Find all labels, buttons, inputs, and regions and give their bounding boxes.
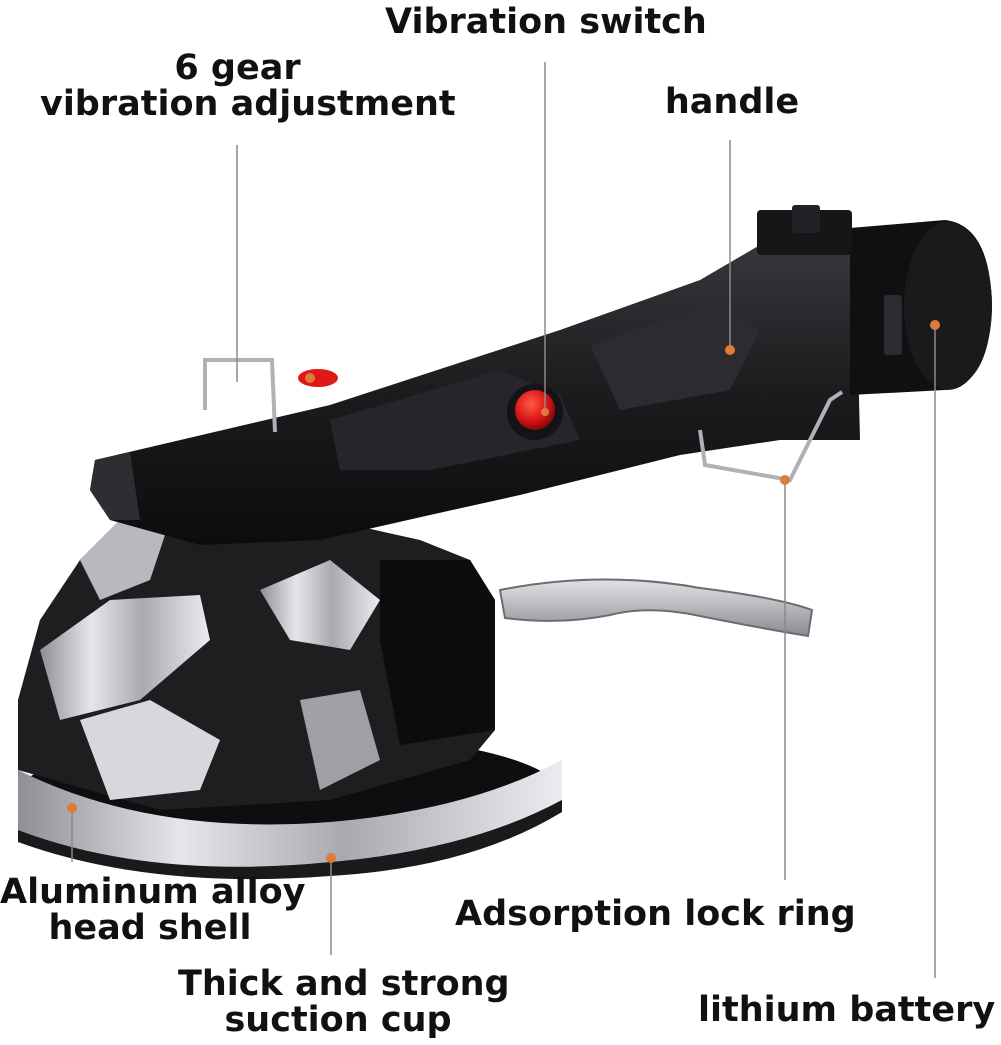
callout-dots bbox=[67, 320, 940, 863]
label-gear-line1: 6 gear bbox=[174, 48, 301, 88]
label-head-shell-line2: head shell bbox=[48, 908, 252, 948]
label-gear-line2: vibration adjustment bbox=[40, 84, 456, 124]
dot-switch bbox=[541, 408, 549, 416]
dot-suction-cup bbox=[326, 853, 336, 863]
top-clip bbox=[757, 205, 852, 255]
release-lever bbox=[498, 578, 814, 638]
dot-gear bbox=[305, 373, 315, 383]
head-shell bbox=[18, 500, 495, 810]
label-battery: lithium battery bbox=[698, 990, 996, 1030]
vibration-switch-button bbox=[507, 384, 563, 440]
label-suction-cup: Thick and strong suction cup bbox=[178, 964, 510, 1040]
label-suction-cup-line1: Thick and strong bbox=[178, 964, 510, 1004]
label-gear-adjustment: 6 gear vibration adjustment bbox=[40, 48, 456, 124]
label-head-shell-line1: Aluminum alloy bbox=[0, 872, 306, 912]
dot-handle bbox=[725, 345, 735, 355]
label-handle: handle bbox=[664, 82, 800, 122]
battery-pack bbox=[850, 220, 992, 395]
label-head-shell: Aluminum alloy head shell bbox=[0, 872, 306, 948]
gear-button bbox=[298, 369, 338, 387]
dot-lock-ring bbox=[780, 475, 790, 485]
dot-battery bbox=[930, 320, 940, 330]
label-suction-cup-line2: suction cup bbox=[224, 1000, 452, 1040]
label-vibration-switch: Vibration switch bbox=[385, 2, 707, 42]
dot-head-shell bbox=[67, 803, 77, 813]
label-lock-ring: Adsorption lock ring bbox=[455, 894, 856, 934]
leader-lines bbox=[71, 62, 936, 978]
